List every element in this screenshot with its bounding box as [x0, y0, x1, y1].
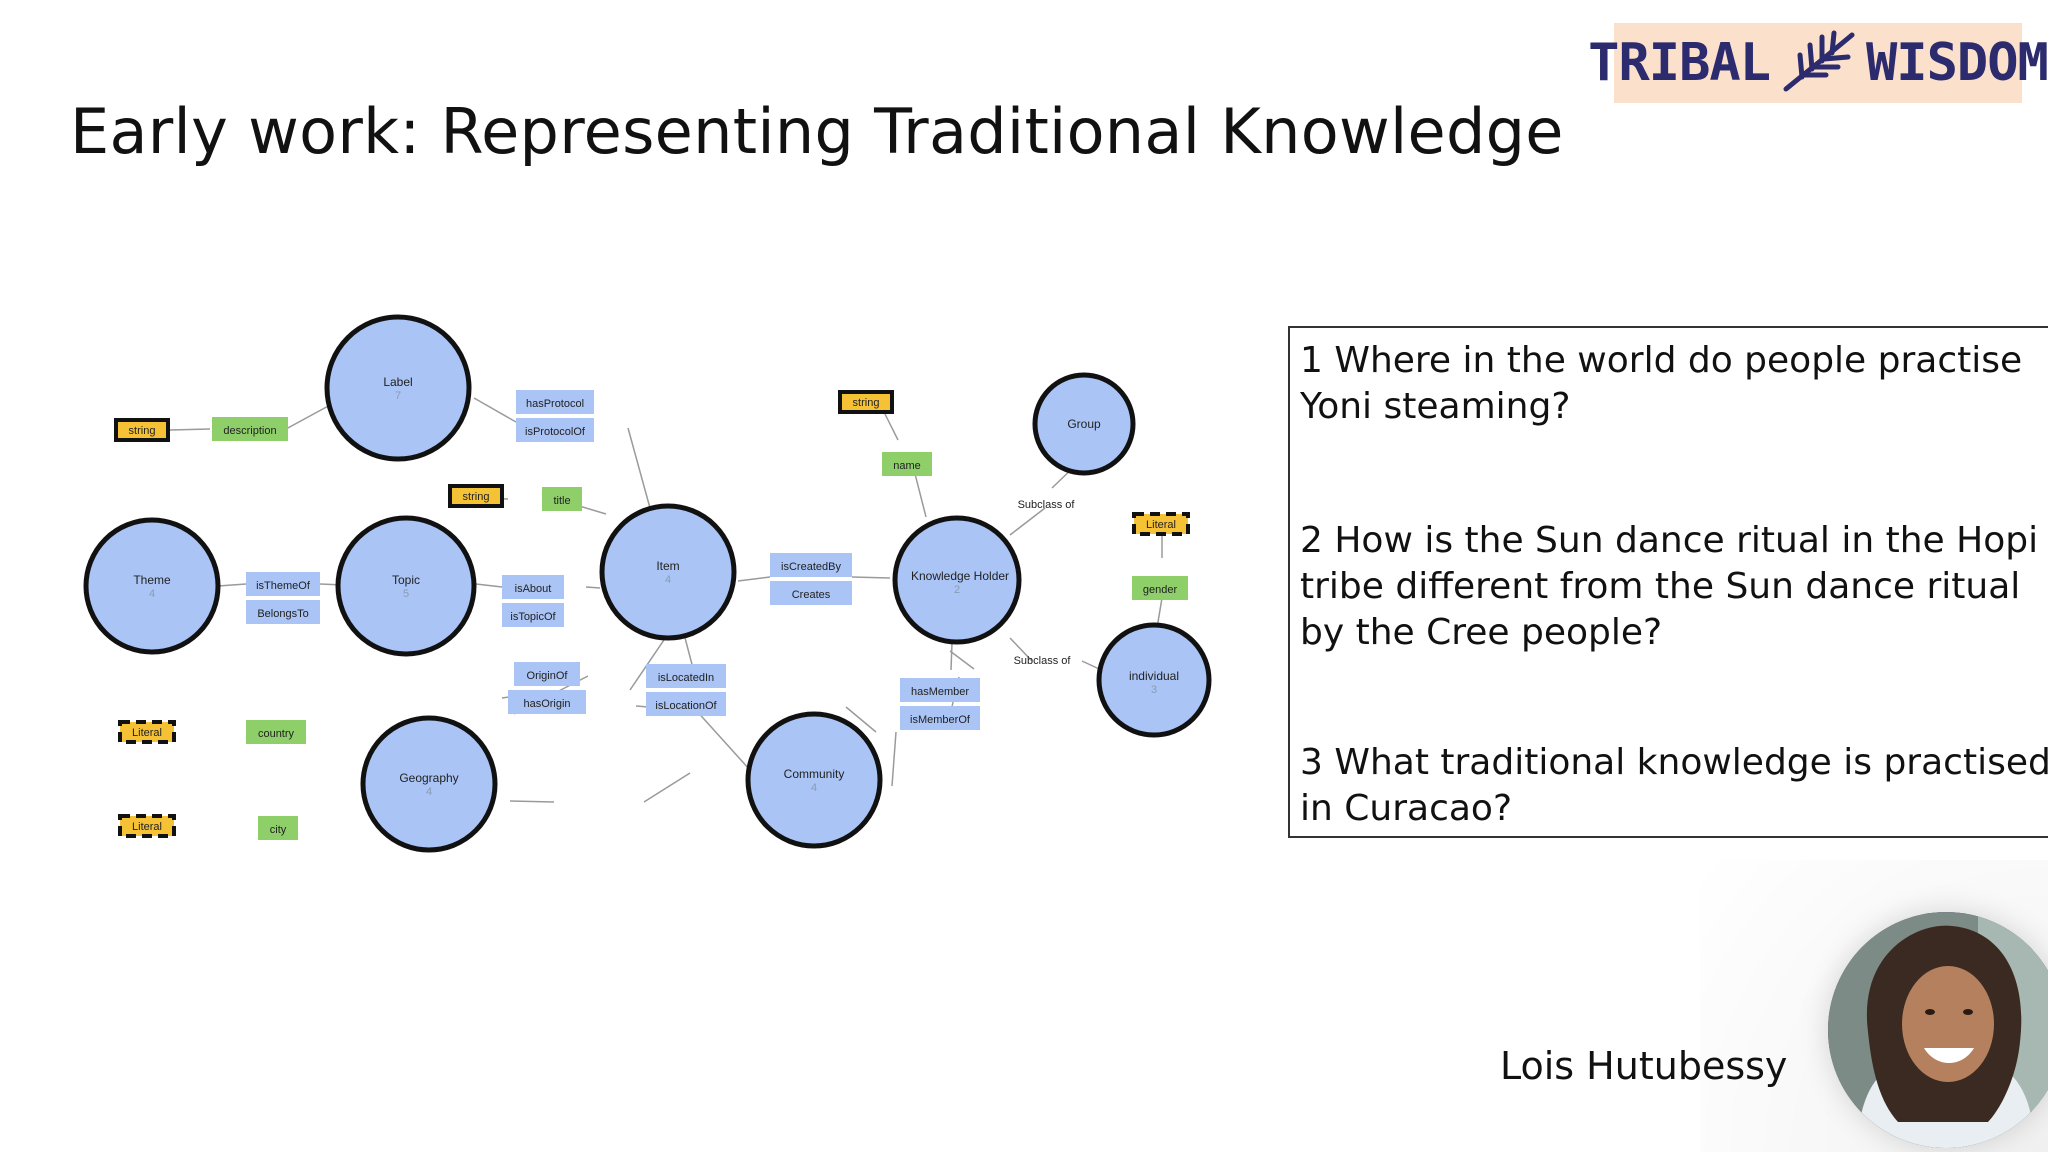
literal-label: string [463, 491, 490, 503]
datatype-label: name [893, 460, 921, 472]
subclass-label-individual: Subclass of [1014, 655, 1072, 667]
datatype-description[interactable]: description [212, 417, 288, 441]
question-2: 2 How is the Sun dance ritual in the Hop… [1300, 520, 2039, 653]
class-node-geography[interactable]: Geography 4 [360, 715, 498, 853]
logo-right-word: WISDOM [1866, 33, 2048, 93]
class-node-theme[interactable]: Theme 4 [83, 517, 221, 655]
literal-city[interactable]: Literal [118, 814, 176, 838]
class-label-text: individual [1129, 669, 1179, 683]
class-count-text: 4 [665, 574, 671, 586]
literal-description[interactable]: string [114, 418, 170, 442]
literal-name[interactable]: string [838, 390, 894, 414]
class-count-text: 7 [395, 390, 401, 402]
property-label: isTopicOf [510, 611, 556, 623]
property-isLocatedIn[interactable]: isLocatedIn isLocationOf [646, 664, 726, 716]
tribal-wisdom-logo: TRIBAL WISDOM [1588, 23, 2048, 103]
class-node-community[interactable]: Community 4 [745, 711, 883, 849]
slide-title: Early work: Representing Traditional Kno… [70, 95, 1564, 168]
class-label-text: Knowledge Holder [911, 569, 1009, 583]
subclass-label-group: Subclass of [1018, 499, 1076, 511]
class-count-text: 4 [149, 588, 155, 600]
property-label: hasMember [911, 686, 969, 698]
object-properties: hasProtocol isProtocolOf isThemeOf Belon… [246, 390, 980, 730]
ontology-diagram: Label 7 Theme 4 Topic 5 Item 4 Geography [70, 300, 1230, 860]
datatype-label: title [553, 495, 570, 507]
property-label: BelongsTo [257, 608, 308, 620]
class-count-text: 2 [954, 584, 960, 596]
class-count-text: 5 [403, 588, 409, 600]
property-label: OriginOf [527, 670, 569, 682]
question-3: 3 What traditional knowledge is practise… [1300, 742, 2048, 829]
datatype-label: description [223, 425, 276, 437]
datatype-country[interactable]: country [246, 720, 306, 744]
property-isThemeOf[interactable]: isThemeOf BelongsTo [246, 572, 320, 624]
datatype-gender[interactable]: gender [1132, 576, 1188, 600]
literal-label: Literal [132, 821, 162, 833]
literal-nodes: string string string Literal Literal Lit… [114, 390, 1190, 838]
property-label: isLocationOf [655, 700, 717, 712]
avatar-portrait [1828, 912, 2048, 1148]
property-label: isMemberOf [910, 714, 971, 726]
datatype-properties: description title name gender country ci… [212, 417, 1188, 840]
class-node-item[interactable]: Item 4 [599, 503, 737, 641]
literal-gender[interactable]: Literal [1132, 512, 1190, 536]
class-nodes: Label 7 Theme 4 Topic 5 Item 4 Geography [83, 314, 1212, 853]
property-hasMember[interactable]: hasMember isMemberOf [900, 678, 980, 730]
class-node-group[interactable]: Group [1032, 372, 1136, 476]
class-count-text: 3 [1151, 684, 1157, 696]
class-count-text: 4 [811, 782, 817, 794]
property-label: isAbout [515, 583, 552, 595]
class-label-text: Community [784, 767, 845, 781]
datatype-city[interactable]: city [258, 816, 298, 840]
literal-label: string [129, 425, 156, 437]
class-node-individual[interactable]: individual 3 [1096, 622, 1212, 738]
class-node-knowledge-holder[interactable]: Knowledge Holder 2 [892, 515, 1022, 645]
property-label: isThemeOf [256, 580, 311, 592]
property-label: hasOrigin [523, 698, 570, 710]
class-label-text: Group [1067, 417, 1101, 431]
property-label: isProtocolOf [525, 426, 586, 438]
datatype-name[interactable]: name [882, 452, 932, 476]
class-node-topic[interactable]: Topic 5 [335, 515, 477, 657]
ontology-graph: Label 7 Theme 4 Topic 5 Item 4 Geography [83, 314, 1212, 853]
class-label-text: Item [656, 559, 679, 573]
property-hasProtocol[interactable]: hasProtocol isProtocolOf [516, 390, 594, 442]
literal-label: Literal [132, 727, 162, 739]
class-label-text: Theme [133, 573, 171, 587]
datatype-title[interactable]: title [542, 487, 582, 511]
class-label-text: Topic [392, 573, 420, 587]
literal-label: Literal [1146, 519, 1176, 531]
property-label: isLocatedIn [658, 672, 714, 684]
property-originOf[interactable]: OriginOf hasOrigin [508, 662, 586, 714]
feather-icon [1778, 29, 1858, 98]
property-label: Creates [792, 589, 831, 601]
class-node-label[interactable]: Label 7 [324, 314, 472, 462]
datatype-label: country [258, 728, 295, 740]
property-isAbout[interactable]: isAbout isTopicOf [502, 575, 564, 627]
literal-country[interactable]: Literal [118, 720, 176, 744]
questions-box: 1 Where in the world do people practise … [1288, 326, 2048, 838]
property-isCreatedBy[interactable]: isCreatedBy Creates [770, 553, 852, 605]
class-label-text: Geography [399, 771, 458, 785]
property-label: hasProtocol [526, 398, 584, 410]
question-1: 1 Where in the world do people practise … [1300, 340, 2023, 427]
property-label: isCreatedBy [781, 561, 841, 573]
logo-left-word: TRIBAL [1588, 33, 1771, 93]
datatype-label: gender [1143, 584, 1178, 596]
speaker-avatar [1828, 912, 2048, 1148]
subclass-labels: Subclass of Subclass of [1014, 499, 1076, 667]
datatype-label: city [270, 824, 287, 836]
class-count-text: 4 [426, 786, 432, 798]
literal-title[interactable]: string [448, 484, 504, 508]
literal-label: string [853, 397, 880, 409]
speaker-name: Lois Hutubessy [1500, 1044, 1788, 1088]
class-label-text: Label [383, 375, 412, 389]
